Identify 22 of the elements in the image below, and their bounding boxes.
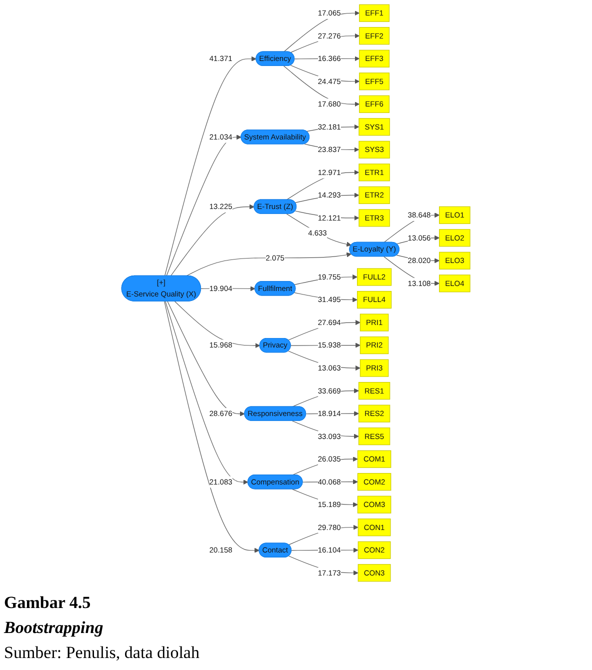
arrow — [166, 134, 242, 276]
arrow — [286, 214, 352, 247]
arrow — [186, 252, 352, 276]
arrow — [288, 524, 359, 546]
arrow — [167, 301, 246, 416]
arrow — [164, 301, 260, 553]
arrow — [165, 301, 248, 485]
figure-caption: Gambar 4.5 — [4, 592, 92, 614]
arrow — [288, 556, 359, 576]
figure-subtitle: Bootstrapping — [4, 617, 104, 639]
source-note: Sumber: Penulis, data diolah — [4, 642, 200, 664]
arrow — [170, 204, 255, 276]
arrow — [290, 33, 360, 53]
arrow — [290, 65, 360, 84]
arrow — [284, 66, 360, 107]
arrow — [384, 212, 440, 243]
arrow — [288, 350, 361, 371]
arrow — [284, 10, 360, 52]
arrow — [292, 420, 360, 439]
arrow — [164, 56, 257, 276]
arrow — [174, 301, 260, 348]
arrow — [286, 170, 360, 200]
